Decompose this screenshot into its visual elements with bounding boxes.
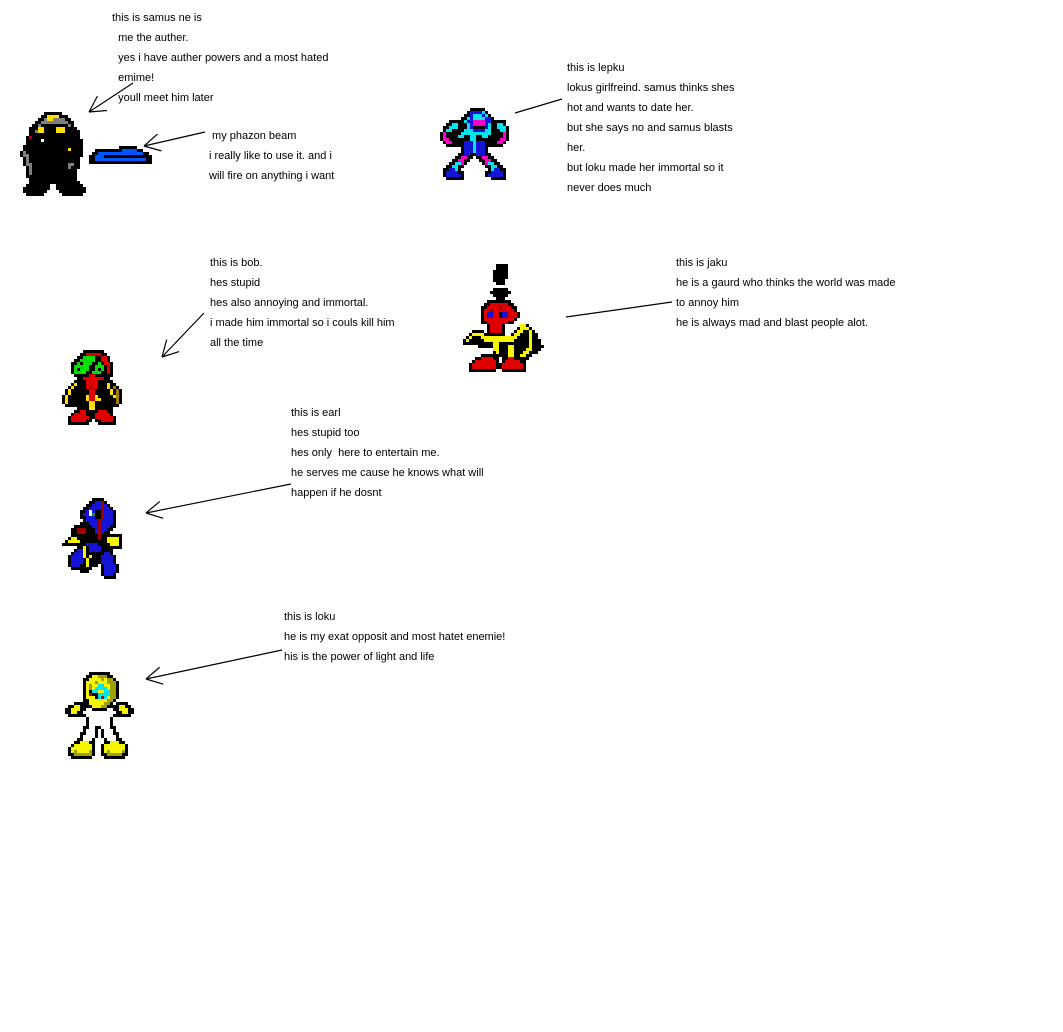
pointer-line-earl — [145, 483, 292, 519]
pointer-line-earl-head-1 — [145, 512, 164, 519]
annotation-line: me the auther. — [112, 32, 189, 44]
annotation-line: but she says no and samus blasts — [567, 122, 733, 134]
annotation-line: happen if he dosnt — [291, 487, 382, 499]
annotation-line: hot and wants to date her. — [567, 102, 694, 114]
annotation-line: all the time — [210, 337, 264, 349]
pointer-line-loku-head-0 — [145, 666, 161, 680]
pointer-line-phazon-shaft — [143, 131, 206, 147]
pointer-line-bob-head-1 — [161, 350, 180, 358]
annotation-line: this is samus ne is — [112, 12, 202, 24]
annotation-line: i made him immortal so i couls kill him — [210, 317, 395, 329]
annotation-line: youll meet him later — [112, 92, 214, 104]
pointer-line-jaku — [565, 301, 673, 318]
sprite-bob-canvas — [62, 350, 122, 425]
annotation-line: my phazon beam — [209, 130, 297, 142]
annotation-line: but loku made her immortal so it — [567, 162, 724, 174]
annotation-loku: this is loku he is my exat opposit and mo… — [284, 607, 505, 667]
sprite-samus — [20, 112, 152, 196]
sprite-bob — [62, 350, 122, 425]
pointer-line-loku-shaft — [145, 649, 283, 680]
annotation-line: he serves me cause he knows what will — [291, 467, 484, 479]
annotation-phazon-beam: my phazon beam i really like to use it. a… — [209, 126, 334, 186]
sprite-jaku — [460, 264, 544, 372]
annotation-line: his is the power of light and life — [284, 651, 435, 663]
pointer-line-loku — [145, 649, 283, 685]
annotation-jaku: this is jaku he is a gaurd who thinks the… — [676, 253, 896, 333]
annotation-line: hes stupid too — [291, 427, 360, 439]
pointer-line-samus-head-0 — [88, 95, 98, 113]
pointer-line-bob — [161, 312, 205, 358]
annotation-line: this is lepku — [567, 62, 625, 74]
pointer-line-loku-head-1 — [145, 678, 164, 685]
annotation-line: this is jaku — [676, 257, 728, 269]
annotation-line: emime! — [112, 72, 155, 84]
annotation-bob: this is bob. hes stupid hes also annoying … — [210, 253, 395, 353]
sprite-lepku-canvas — [440, 108, 509, 180]
annotation-line: hes stupid — [210, 277, 261, 289]
annotation-line: i really like to use it. and i — [209, 150, 332, 162]
annotation-line: this is earl — [291, 407, 341, 419]
sprite-loku — [62, 672, 134, 759]
sprite-earl — [62, 498, 122, 579]
annotation-line: will fire on anything i want — [209, 170, 335, 182]
annotation-line: to annoy him — [676, 297, 739, 309]
annotation-line: he is a gaurd who thinks the world was m… — [676, 277, 896, 289]
annotation-line: he is my exat opposit and most hatet ene… — [284, 631, 506, 643]
annotation-line: this is loku — [284, 611, 336, 623]
annotation-line: her. — [567, 142, 586, 154]
pointer-line-lepku-shaft — [514, 98, 563, 114]
annotation-line: this is bob. — [210, 257, 263, 269]
annotation-lepku: this is lepku lokus girlfreind. samus thi… — [567, 58, 735, 198]
annotation-line: he is always mad and blast people alot. — [676, 317, 869, 329]
annotation-line: hes only here to entertain me. — [291, 447, 440, 459]
pointer-line-lepku — [514, 98, 563, 114]
annotation-line: yes i have auther powers and a most hate… — [112, 52, 329, 64]
pointer-line-earl-shaft — [145, 483, 292, 514]
annotation-line: never does much — [567, 182, 652, 194]
annotation-earl: this is earl hes stupid too hes only here … — [291, 403, 484, 503]
sprite-loku-canvas — [62, 672, 134, 759]
pointer-line-bob-shaft — [161, 312, 205, 358]
pointer-line-earl-head-0 — [145, 500, 161, 514]
pointer-line-jaku-shaft — [565, 301, 673, 318]
pointer-line-bob-head-0 — [161, 339, 168, 358]
annotation-line: lokus girlfreind. samus thinks shes — [567, 82, 735, 94]
sprite-lepku — [440, 108, 509, 180]
pointer-line-phazon — [143, 131, 206, 152]
annotation-samus: this is samus ne is me the auther. yes i… — [112, 8, 328, 108]
sprite-samus-canvas — [20, 112, 152, 196]
annotation-line: hes also annoying and immortal. — [210, 297, 369, 309]
sprite-earl-canvas — [62, 498, 122, 579]
sprite-jaku-canvas — [460, 264, 544, 372]
